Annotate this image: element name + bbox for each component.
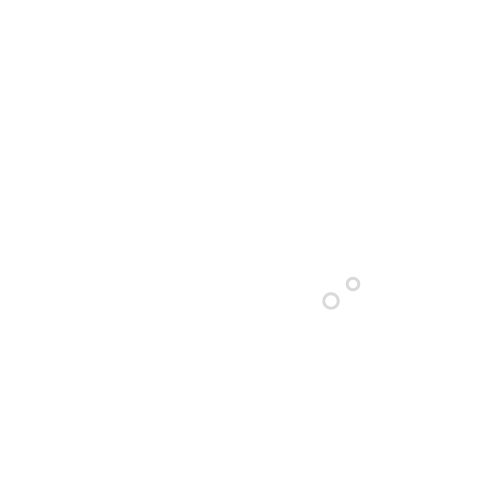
- loading-dots-icon: [322, 276, 361, 310]
- loading-dot-small: [345, 276, 361, 292]
- loading-dot-large: [322, 292, 340, 310]
- loading-indicator: [318, 272, 366, 312]
